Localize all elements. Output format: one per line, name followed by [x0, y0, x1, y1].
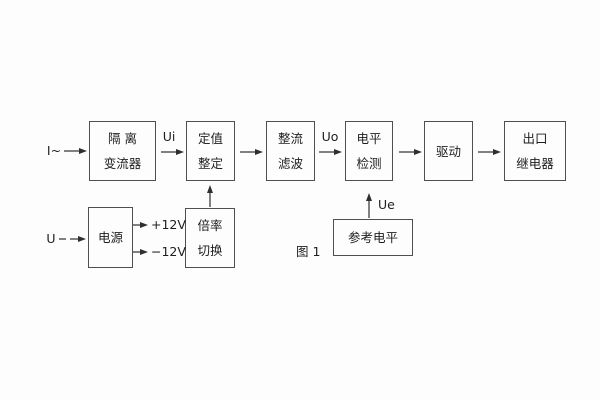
block-isolation-transformer: 隔 离 变流器 — [89, 121, 156, 181]
label-plus-12v: +12V — [151, 217, 186, 232]
block-label-line: 整定 — [197, 156, 223, 171]
arrow-driver-to-relay — [478, 149, 501, 155]
arrow-ratio-to-setpoint — [207, 185, 213, 207]
arrow-minus-12v — [133, 249, 148, 255]
label-ue: Ue — [378, 197, 395, 212]
block-label-line: 电源 — [97, 230, 123, 245]
block-label-line: 电平 — [356, 131, 382, 146]
block-label-line: 倍率 — [197, 218, 223, 233]
label-uo: Uo — [321, 129, 339, 144]
figure-caption: 图 1 — [296, 244, 321, 259]
arrow-setpoint-to-rectifier — [240, 149, 263, 155]
arrow-rectifier-to-level — [319, 149, 342, 155]
block-label-line: 定值 — [197, 131, 223, 146]
block-label-line: 继电器 — [516, 156, 554, 171]
block-rectifier-filter: 整流 滤波 — [266, 121, 315, 181]
block-label-line: 检测 — [356, 156, 382, 171]
label-minus-12v: −12V — [151, 244, 186, 259]
block-setpoint-adjust: 定值 整定 — [186, 121, 235, 181]
arrow-isolation-to-setpoint — [161, 149, 184, 155]
arrow-level-to-driver — [399, 149, 422, 155]
block-label-line: 变流器 — [103, 156, 142, 171]
block-label-line: 滤波 — [277, 156, 303, 171]
label-ui: Ui — [162, 129, 176, 144]
block-label-line: 整流 — [277, 131, 303, 146]
arrow-input-current — [64, 148, 87, 154]
arrow-input-voltage — [59, 236, 86, 242]
block-label-line: 隔 离 — [108, 131, 137, 146]
block-ratio-switch: 倍率 切换 — [185, 208, 235, 268]
block-label-line: 参考电平 — [347, 230, 398, 245]
block-level-detector: 电平 检测 — [345, 121, 393, 181]
block-label-line: 切换 — [197, 243, 223, 258]
block-power-supply: 电源 — [88, 207, 133, 268]
block-reference-level: 参考电平 — [333, 219, 413, 256]
label-input-current: I~ — [46, 143, 62, 158]
block-label-line: 出口 — [522, 131, 548, 146]
arrow-plus-12v — [133, 222, 148, 228]
arrow-reference-to-level — [366, 193, 372, 218]
block-label-line: 驱动 — [435, 143, 461, 159]
label-input-voltage: U — [46, 231, 56, 246]
block-driver: 驱动 — [424, 121, 473, 181]
block-output-relay: 出口 继电器 — [504, 121, 566, 181]
